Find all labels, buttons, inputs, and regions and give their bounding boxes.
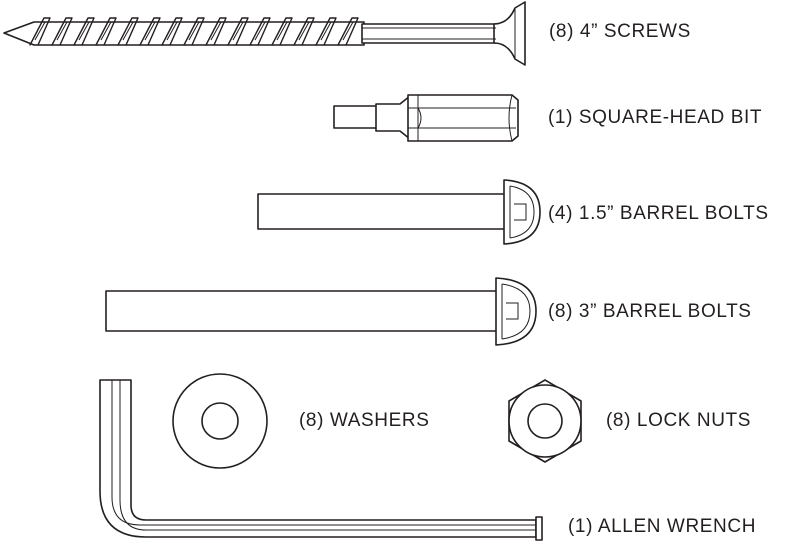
screw-thread-shade <box>210 21 222 41</box>
label-lock-nuts: (8) LOCK NUTS <box>606 410 752 431</box>
screw-thread <box>183 17 205 46</box>
label-long-barrel-bolts: (8) 3” BARREL BOLTS <box>548 301 752 322</box>
label-short-barrel-bolts: (4) 1.5” BARREL BOLTS <box>548 203 769 224</box>
screw-thread <box>293 17 315 46</box>
washer-illustration <box>172 373 268 469</box>
screw-thread-shade <box>34 21 46 41</box>
label-washers: (8) WASHERS <box>299 410 430 431</box>
screw-thread-shade <box>298 21 310 41</box>
screw-thread <box>249 17 271 46</box>
screw-thread-shade <box>78 21 90 41</box>
screw-thread <box>205 17 227 46</box>
screw-thread <box>315 17 337 46</box>
label-square-head-bit: (1) SQUARE-HEAD BIT <box>548 107 763 128</box>
screw-thread <box>95 17 117 46</box>
label-allen-wrench: (1) ALLEN WRENCH <box>568 516 757 537</box>
screw-thread-shade <box>254 21 266 41</box>
label-screws: (8) 4” SCREWS <box>549 21 691 42</box>
screw-thread-shade <box>56 21 68 41</box>
screw-thread <box>161 17 183 46</box>
screw-thread-shade <box>320 21 332 41</box>
screw-thread <box>51 17 73 46</box>
screw-thread <box>139 17 161 46</box>
allen-wrench-illustration <box>99 379 543 541</box>
screw-thread-shade <box>232 21 244 41</box>
screw-thread-shade <box>188 21 200 41</box>
screw-thread <box>337 17 359 46</box>
lock-nut-illustration <box>508 379 582 463</box>
screw-thread <box>271 17 293 46</box>
screw-thread-shade <box>100 21 112 41</box>
screw-thread-shade <box>122 21 134 41</box>
screw-illustration <box>3 1 526 66</box>
screw-thread <box>73 17 95 46</box>
screw-thread-shade <box>276 21 288 41</box>
screw-thread-shade <box>342 21 354 41</box>
short-barrel-bolt-illustration <box>257 179 541 245</box>
screw-thread <box>29 17 51 46</box>
square-head-bit-illustration <box>333 94 519 142</box>
screw-thread-shade <box>144 21 156 41</box>
screw-thread <box>117 17 139 46</box>
screw-thread <box>227 17 249 46</box>
screw-thread-shade <box>166 21 178 41</box>
long-barrel-bolt-illustration <box>105 277 537 346</box>
